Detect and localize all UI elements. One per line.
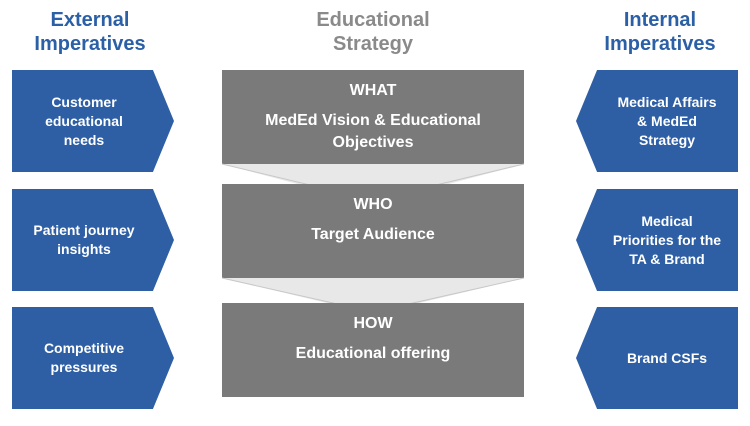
text-line: educational bbox=[45, 112, 123, 129]
text-line: MedEd Vision & Educational bbox=[265, 112, 481, 129]
strategy-what-box: WHAT MedEd Vision & Educational Objectiv… bbox=[222, 70, 524, 164]
internal-brand-csfs-chevron: Brand CSFs bbox=[576, 307, 738, 409]
text-line: Educational offering bbox=[295, 345, 451, 362]
external-competitive-pressures-chevron: Competitive pressures bbox=[12, 307, 174, 409]
text-line: Competitive bbox=[43, 340, 125, 356]
chevron-text: Medical Affairs & MedEd Strategy bbox=[617, 93, 716, 150]
strategy-title: WHAT bbox=[349, 82, 397, 99]
text-line: Medical Affairs bbox=[617, 93, 717, 110]
heading-line: External bbox=[50, 9, 130, 31]
chevron-text: Customer educational needs bbox=[45, 93, 123, 150]
text-line: Medical bbox=[641, 212, 693, 229]
strategy-title: WHO bbox=[353, 196, 393, 213]
external-patient-journey-chevron: Patient journey insights bbox=[12, 189, 174, 291]
text-line: Strategy bbox=[638, 131, 695, 148]
text-line: insights bbox=[57, 241, 111, 257]
text-line: Priorities for the bbox=[612, 231, 722, 248]
heading-line: Educational bbox=[316, 9, 430, 31]
text-line: Target Audience bbox=[311, 226, 435, 243]
text-line: pressures bbox=[50, 359, 118, 375]
text-line: Patient journey bbox=[33, 222, 135, 238]
strategy-how-box: HOW Educational offering bbox=[222, 303, 524, 397]
strategy-who-box: WHO Target Audience bbox=[222, 184, 524, 278]
internal-medical-priorities-chevron: Medical Priorities for the TA & Brand bbox=[576, 189, 738, 291]
strategy-description: Target Audience bbox=[222, 224, 524, 246]
educational-strategy-heading: Educational Strategy bbox=[222, 8, 524, 56]
heading-line: Imperatives bbox=[604, 33, 716, 55]
external-imperatives-heading: External Imperatives bbox=[0, 8, 180, 56]
text-line: Customer bbox=[51, 93, 117, 110]
strategy-description: Educational offering bbox=[222, 343, 524, 365]
text-line: Brand CSFs bbox=[626, 349, 708, 366]
text-line: TA & Brand bbox=[629, 250, 705, 267]
strategy-description: MedEd Vision & Educational Objectives bbox=[222, 110, 524, 154]
internal-medical-affairs-chevron: Medical Affairs & MedEd Strategy bbox=[576, 70, 738, 172]
chevron-text: Brand CSFs bbox=[627, 349, 707, 368]
external-customer-needs-chevron: Customer educational needs bbox=[12, 70, 174, 172]
text-line: needs bbox=[63, 131, 105, 148]
strategy-title: HOW bbox=[353, 315, 393, 332]
heading-line: Internal bbox=[623, 9, 697, 31]
heading-line: Imperatives bbox=[34, 33, 146, 55]
chevron-text: Patient journey insights bbox=[33, 221, 134, 259]
text-line: & MedEd bbox=[637, 112, 697, 129]
chevron-text: Medical Priorities for the TA & Brand bbox=[613, 212, 721, 269]
internal-imperatives-heading: Internal Imperatives bbox=[570, 8, 750, 56]
text-line: Objectives bbox=[332, 134, 414, 151]
chevron-text: Competitive pressures bbox=[44, 339, 124, 377]
heading-line: Strategy bbox=[332, 33, 414, 55]
